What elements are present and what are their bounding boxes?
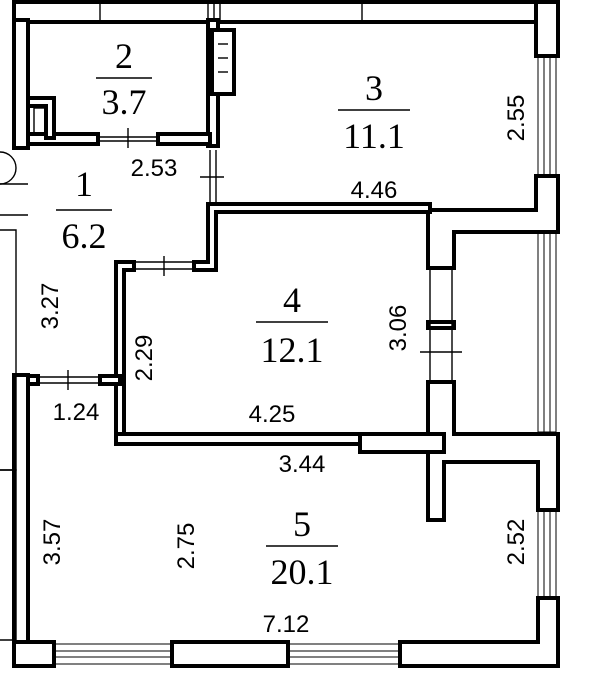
room-2-niche-inner <box>33 107 47 135</box>
partition-2-1 <box>26 132 100 146</box>
window-room-4 <box>537 231 557 433</box>
partition-4-5 <box>114 432 364 446</box>
room-1-label: 1 6.2 <box>56 164 112 256</box>
right-wall-top <box>534 0 560 58</box>
entrance-door-icon <box>0 151 17 185</box>
ventilation-shaft-icon <box>210 28 236 96</box>
dimension-label: 3.27 <box>37 283 64 330</box>
dimension-label: 2.52 <box>503 519 530 566</box>
room-2-niche <box>26 96 56 140</box>
room-area: 3.7 <box>102 82 147 122</box>
dimension-label: 4.46 <box>351 177 398 204</box>
dimension-label: 2.75 <box>173 523 200 570</box>
room-number: 5 <box>293 504 311 544</box>
room-3-label: 3 11.1 <box>338 68 410 156</box>
dimension-label: 1.24 <box>53 399 100 426</box>
room-number: 1 <box>75 164 93 204</box>
partition-2-1 <box>156 132 212 146</box>
left-wall-upper <box>12 18 30 150</box>
room-2-label: 2 3.7 <box>96 36 152 122</box>
room-number: 2 <box>115 36 133 76</box>
room-number: 3 <box>365 68 383 108</box>
room-number: 4 <box>283 280 301 320</box>
dimension-label: 2.29 <box>131 335 158 382</box>
partition-1-5 <box>98 374 122 386</box>
room-area: 20.1 <box>271 552 334 592</box>
top-wall <box>12 0 544 24</box>
bottom-right-corner <box>398 596 560 668</box>
dimension-label: 7.12 <box>263 611 310 638</box>
room-area: 6.2 <box>62 216 107 256</box>
dimension-label: 4.25 <box>249 401 296 428</box>
room-area: 12.1 <box>261 330 324 370</box>
partition-4-5-end <box>358 432 446 454</box>
window-room-3 <box>537 55 557 177</box>
window-bottom-right <box>287 643 401 665</box>
room-5-label: 5 20.1 <box>266 504 338 592</box>
window-bottom-left <box>53 643 173 665</box>
partition-3-4 <box>192 202 432 272</box>
window-room-5 <box>537 509 557 599</box>
room-area: 11.1 <box>343 116 405 156</box>
partition-1-5 <box>26 374 40 386</box>
bottom-wall <box>170 640 290 668</box>
room-4-door-post <box>426 320 456 330</box>
exterior-edge <box>0 469 17 641</box>
right-pier <box>426 174 560 270</box>
bottom-wall <box>12 640 56 668</box>
dimension-label: 3.44 <box>279 451 326 478</box>
dimension-label: 2.55 <box>503 95 530 142</box>
room-4-label: 4 12.1 <box>256 280 328 370</box>
dimension-label: 3.06 <box>385 305 412 352</box>
dimension-label: 2.53 <box>131 155 178 182</box>
dimension-label: 3.57 <box>39 519 66 566</box>
